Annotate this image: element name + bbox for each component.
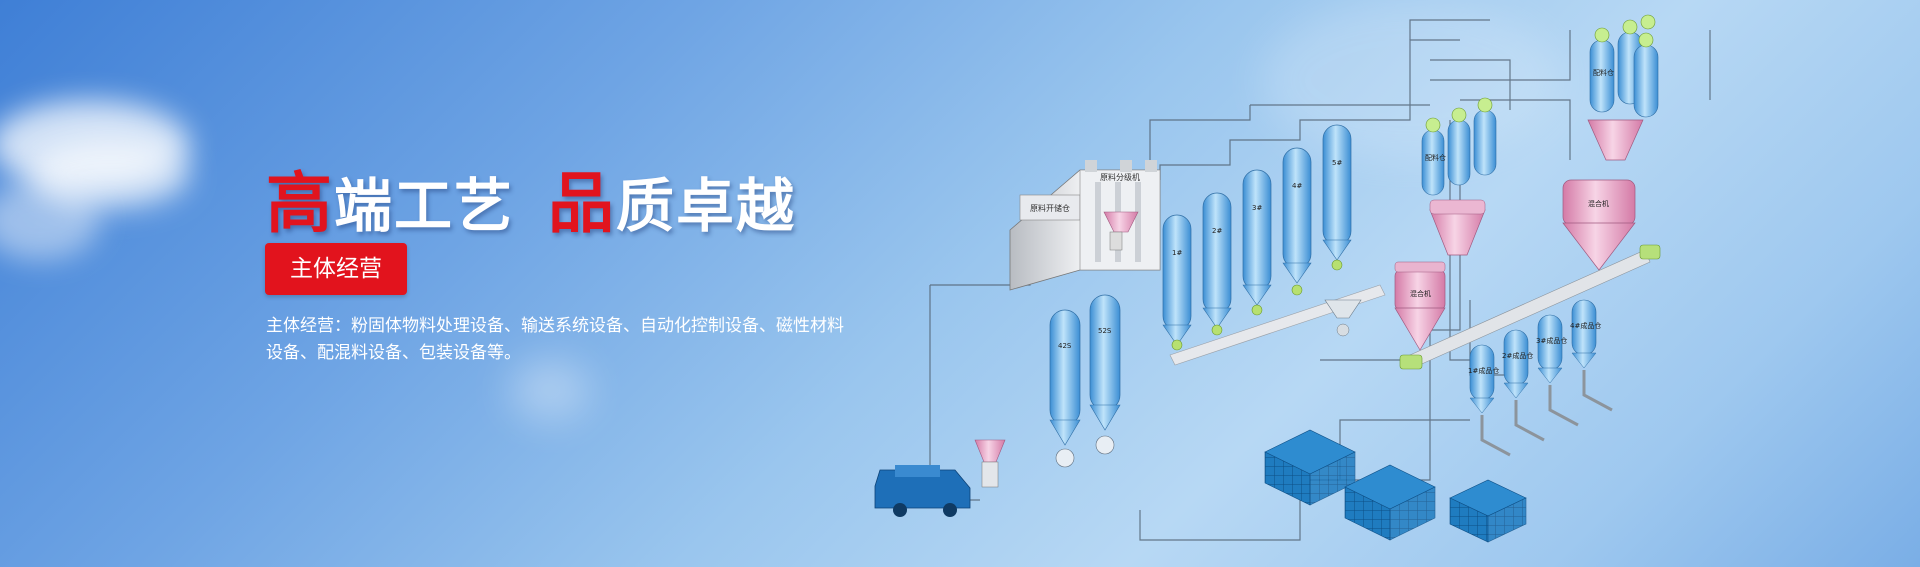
cart-label: 原料开储仓 bbox=[1030, 203, 1070, 213]
headline-accent-2: 品 bbox=[548, 165, 617, 242]
svg-text:1#成品仓: 1#成品仓 bbox=[1468, 366, 1499, 375]
classifier-building: 原料开储仓 原料分级机 bbox=[1009, 160, 1161, 291]
svg-text:42S: 42S bbox=[1058, 342, 1072, 350]
product-silos: 1#成品仓 2#成品仓 3#成品仓 4#成品仓 bbox=[1468, 299, 1613, 457]
svg-text:4#: 4# bbox=[1292, 182, 1302, 190]
batching-silos-mid: 配料仓 bbox=[1421, 97, 1497, 196]
business-description: 主体经营：粉固体物料处理设备、输送系统设备、自动化控制设备、磁性材料设备、配混料… bbox=[266, 316, 844, 363]
product-pallets bbox=[1264, 429, 1527, 543]
feed-truck bbox=[874, 439, 1006, 517]
svg-text:配料仓: 配料仓 bbox=[1593, 68, 1614, 77]
svg-text:5#: 5# bbox=[1332, 159, 1342, 167]
svg-text:3#成品仓: 3#成品仓 bbox=[1536, 336, 1567, 345]
business-scope-button[interactable]: 主体经营 bbox=[265, 243, 407, 295]
bulk-silos: 42S 52S bbox=[1049, 294, 1121, 468]
house-label: 原料分级机 bbox=[1100, 172, 1140, 182]
raw-material-silos: 1# 2# 3# 4# 5# bbox=[1162, 124, 1386, 366]
svg-text:3#: 3# bbox=[1252, 204, 1262, 212]
feed-hopper bbox=[1103, 211, 1139, 251]
headline-accent-1: 高 bbox=[266, 165, 334, 242]
svg-text:1#: 1# bbox=[1172, 249, 1182, 257]
svg-text:混合机: 混合机 bbox=[1588, 199, 1609, 208]
headline-text-2: 质卓越 bbox=[616, 172, 797, 240]
svg-text:2#成品仓: 2#成品仓 bbox=[1502, 351, 1533, 360]
buffer-hopper bbox=[1324, 299, 1362, 337]
svg-text:4#成品仓: 4#成品仓 bbox=[1570, 321, 1601, 330]
svg-text:2#: 2# bbox=[1212, 227, 1222, 235]
headline-text-1: 端工艺 bbox=[334, 172, 515, 240]
cloud-decoration bbox=[0, 180, 100, 260]
batching-silos-top: 配料仓 bbox=[1589, 14, 1659, 118]
headline: 高端工艺品质卓越 bbox=[266, 150, 796, 246]
cloud-decoration bbox=[30, 140, 190, 210]
light-glow bbox=[510, 360, 590, 420]
process-flow-diagram: 原料开储仓 原料分级机 1# 2# 3# bbox=[874, 14, 1711, 543]
svg-text:配料仓: 配料仓 bbox=[1425, 153, 1446, 162]
svg-text:混合机: 混合机 bbox=[1410, 289, 1431, 298]
mixing-tanks: 混合机 混合机 bbox=[1394, 119, 1644, 351]
svg-text:52S: 52S bbox=[1098, 327, 1112, 335]
